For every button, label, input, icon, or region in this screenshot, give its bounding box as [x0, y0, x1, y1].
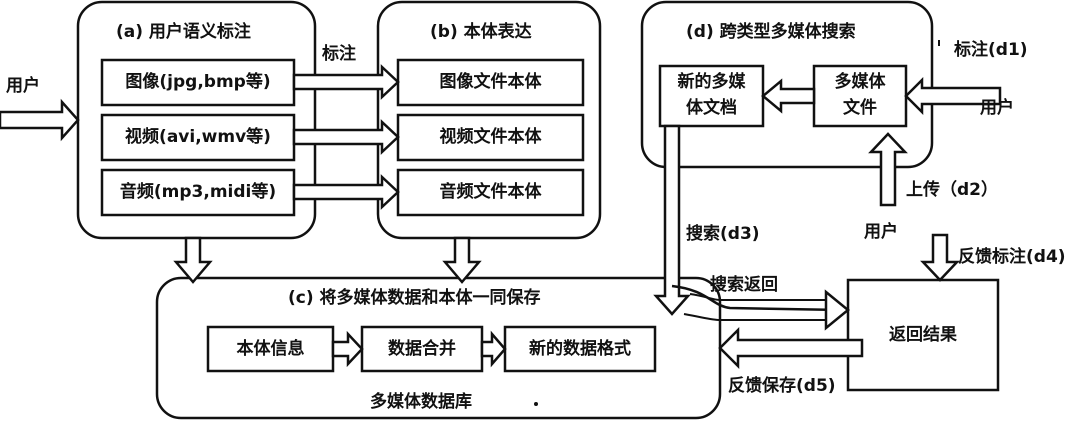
arrow-user-to-a — [0, 102, 78, 138]
arrow-b-to-c — [445, 238, 479, 282]
user-d-label: 用户 — [980, 100, 1014, 117]
data-merge-label: 数据合并 — [362, 341, 482, 358]
tick-mark — [938, 40, 940, 46]
upload-d2-label: 上传（d2） — [906, 182, 998, 199]
arrow-a-to-c — [176, 238, 210, 282]
image-type-label: 图像(jpg,bmp等) — [102, 74, 294, 91]
user-bottom-label: 用户 — [864, 224, 898, 241]
ontology-info-label: 本体信息 — [208, 341, 333, 358]
media-file-line2: 文件 — [814, 100, 906, 117]
search-return-label: 搜索返回 — [710, 277, 778, 294]
video-type-label: 视频(avi,wmv等) — [102, 129, 294, 146]
return-result-label: 返回结果 — [848, 327, 998, 344]
annotate-label: 标注 — [322, 46, 356, 63]
feedback-save-d5-label: 反馈保存(d5) — [728, 378, 836, 395]
image-ontology-label: 图像文件本体 — [398, 74, 583, 91]
panel-d-title: (d) 跨类型多媒体搜索 — [686, 24, 856, 41]
panel-c-title: (c) 将多媒体数据和本体一同保存 — [288, 290, 541, 307]
arrow-feedback-annotation — [923, 235, 957, 280]
video-ontology-label: 视频文件本体 — [398, 129, 583, 146]
audio-type-label: 音频(mp3,midi等) — [102, 184, 294, 201]
annotate-d1-label: 标注(d1) — [954, 42, 1028, 59]
new-format-label: 新的数据格式 — [505, 341, 655, 358]
audio-ontology-label: 音频文件本体 — [398, 184, 583, 201]
search-d3-label: 搜索(d3) — [686, 226, 760, 243]
arrow-search-return-head — [826, 292, 848, 328]
media-file-line1: 多媒体 — [814, 74, 906, 91]
panel-b-title: (b) 本体表达 — [430, 24, 532, 41]
panel-a-title: (a) 用户语义标注 — [116, 24, 251, 41]
user-left-label: 用户 — [6, 78, 40, 95]
arrow-feedback-save — [720, 330, 862, 366]
media-database-label: 多媒体数据库 — [370, 394, 472, 411]
dot-mark — [534, 402, 538, 406]
new-media-doc-line1: 新的多媒 — [660, 74, 763, 91]
new-media-doc-line2: 体文档 — [660, 100, 763, 117]
feedback-annotation-d4-label: 反馈标注(d4) — [958, 249, 1066, 266]
